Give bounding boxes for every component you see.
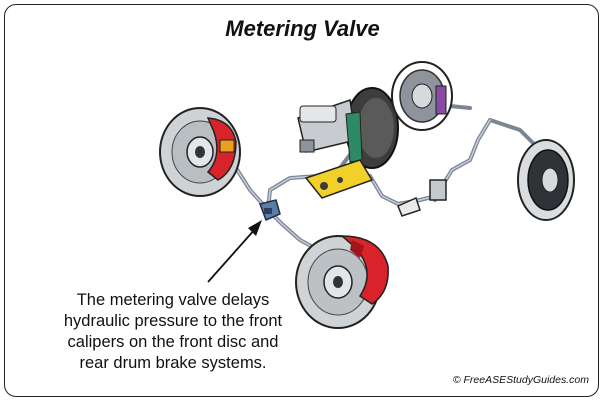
- rear-right-drum-brake: [517, 139, 575, 221]
- diagram-title: Metering Valve: [225, 16, 380, 41]
- caption-line-3: calipers on the front disc and: [67, 333, 279, 351]
- caption: The metering valve delays hydraulic pres…: [28, 290, 318, 374]
- combination-valve: [304, 159, 374, 199]
- copyright-notice: © FreeASEStudyGuides.com: [452, 374, 589, 386]
- front-right-disc-brake: [295, 235, 389, 329]
- caption-line-1: The metering valve delays: [76, 291, 270, 309]
- master-cylinder-booster: [297, 87, 399, 169]
- caption-line-4: rear drum brake systems.: [79, 354, 267, 372]
- rear-left-drum-brake: [391, 61, 453, 131]
- metering-valve: [259, 199, 281, 221]
- diagram-frame: [4, 4, 599, 397]
- front-left-disc-brake: [159, 107, 241, 197]
- inline-fitting: [397, 179, 447, 217]
- callout-arrow: [207, 220, 262, 283]
- caption-line-2: hydraulic pressure to the front: [63, 312, 283, 330]
